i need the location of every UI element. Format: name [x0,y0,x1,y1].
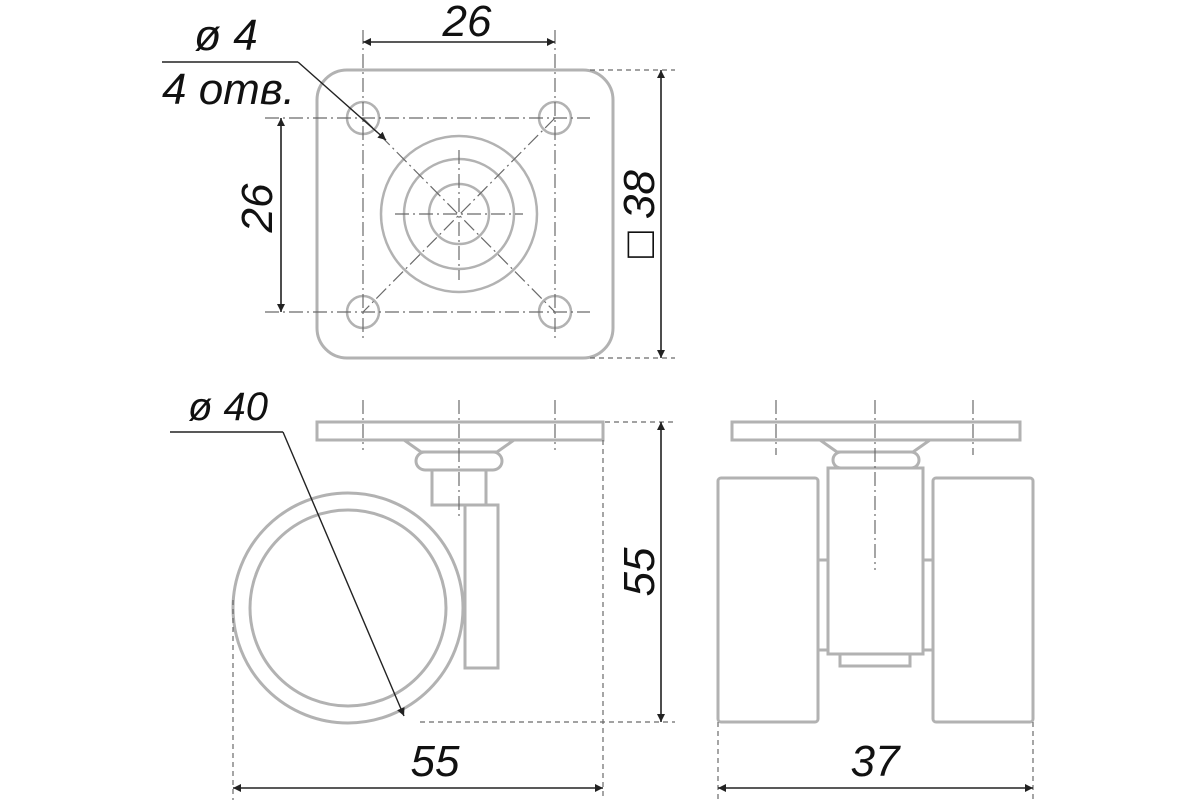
front-fork-bottom [838,652,912,668]
top-width-label: 26 [442,0,492,46]
mounting-plate [315,68,615,360]
front-bearing-ring [831,450,921,470]
side-view: 55 55 ø 40 [170,385,675,800]
front-wheel-left [716,476,820,724]
top-view: 26 26 □ 38 ø 4 4 отв. [162,0,675,360]
front-plate [730,420,1022,442]
side-plate [315,420,605,442]
side-height-label: 55 [615,547,664,596]
front-view: 37 [716,400,1035,800]
side-fork-leg [463,503,500,670]
wheel-diameter-label: ø 40 [188,385,268,429]
top-view-centerlines [265,30,590,340]
square-size-label: □ 38 [615,170,664,258]
hole-count-label: 4 отв. [162,65,295,114]
top-height-label: 26 [233,183,282,233]
wheel-diameter-leader [282,431,405,717]
hole-diameter-label: ø 4 [194,11,258,60]
front-width-label: 37 [851,737,901,786]
front-fork [826,466,925,656]
front-wheel-right [931,476,1035,724]
hole-callout-leader [297,61,387,141]
side-width-label: 55 [411,737,460,786]
swivel-bearing-outer [379,134,539,294]
wheel-inner [248,508,448,708]
